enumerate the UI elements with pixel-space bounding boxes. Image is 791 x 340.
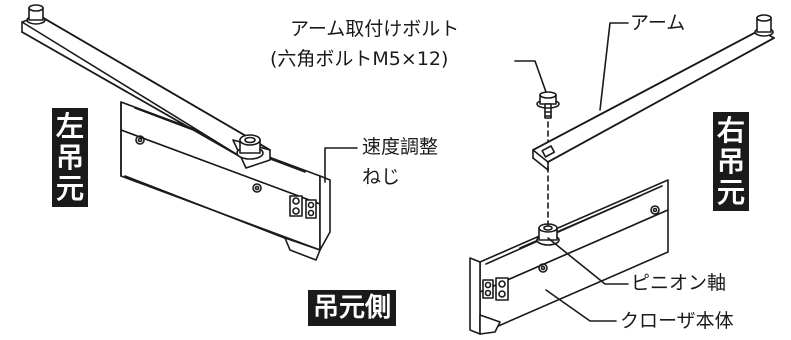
arm-bolt-label-line1: アーム取付けボルト — [290, 18, 460, 40]
left-mount-char: 吊 — [55, 141, 84, 174]
left-mount-char: 元 — [55, 172, 84, 205]
right-mount-char: 元 — [716, 176, 745, 209]
pinion-shaft-leader — [547, 237, 629, 285]
speed-screw-label-line2: ねじ — [362, 166, 401, 188]
right-mount-char: 吊 — [716, 145, 745, 178]
left-mount-badge: 左 吊 元 — [52, 108, 88, 207]
arm-leader — [599, 22, 629, 111]
arm-label: アーム — [630, 12, 686, 34]
right-arm — [532, 29, 775, 171]
right-closer-assembly — [469, 14, 775, 335]
pivot-pin-icon — [26, 4, 46, 25]
arm-bolt-label-line2: (六角ボルトM5×12) — [270, 48, 449, 70]
speed-screw-leader — [324, 147, 358, 183]
hex-bolt-icon — [536, 91, 560, 119]
arm-bolt-leader — [514, 60, 547, 93]
right-mount-char: 右 — [716, 114, 745, 147]
closer-body-leader — [545, 289, 617, 322]
pinion-shaft — [536, 223, 560, 246]
closer-body-label: クローザ本体 — [620, 310, 734, 332]
pinion-shaft-label: ピニオン軸 — [631, 272, 727, 294]
hex-bolt-icon — [236, 134, 264, 160]
left-closer-assembly — [21, 4, 358, 261]
hinge-side-badge: 吊元側 — [308, 290, 397, 326]
right-mount-badge: 右 吊 元 — [713, 112, 749, 211]
pivot-pin-icon — [754, 14, 774, 37]
right-closer-body — [469, 179, 669, 335]
left-mount-char: 左 — [55, 110, 84, 143]
left-closer-body — [120, 101, 331, 261]
speed-screw-label-line1: 速度調整 — [362, 136, 439, 158]
